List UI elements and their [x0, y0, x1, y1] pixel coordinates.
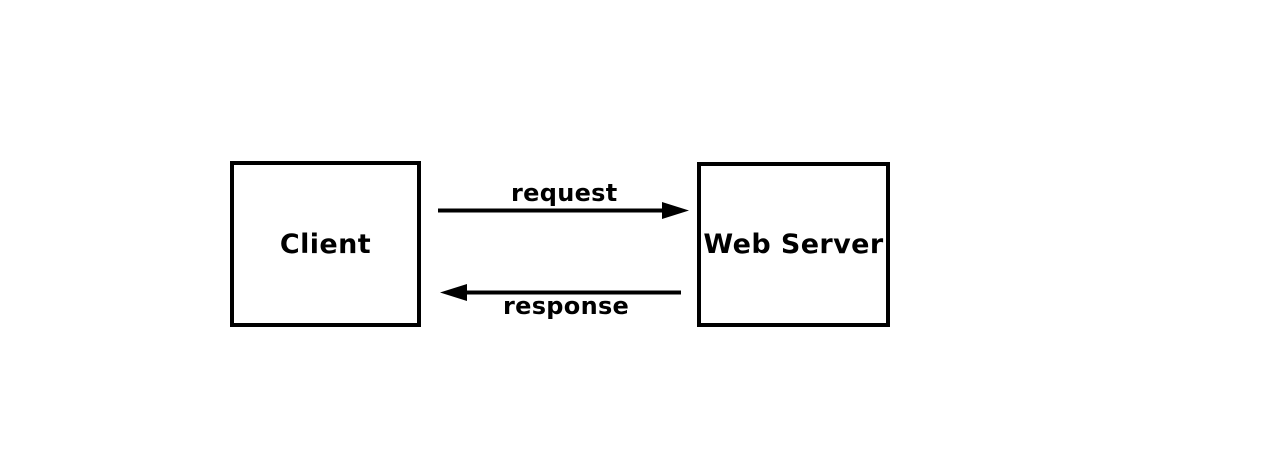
node-client[interactable]: Client: [230, 161, 421, 327]
arrowhead-right-icon: [662, 202, 689, 219]
node-web-server-label: Web Server: [703, 229, 884, 260]
node-client-label: Client: [279, 228, 372, 260]
arrowhead-left-icon: [440, 284, 467, 301]
node-web-server[interactable]: Web Server: [697, 162, 890, 327]
edge-response-label: response: [503, 292, 630, 320]
edge-request-label: request: [511, 179, 618, 207]
